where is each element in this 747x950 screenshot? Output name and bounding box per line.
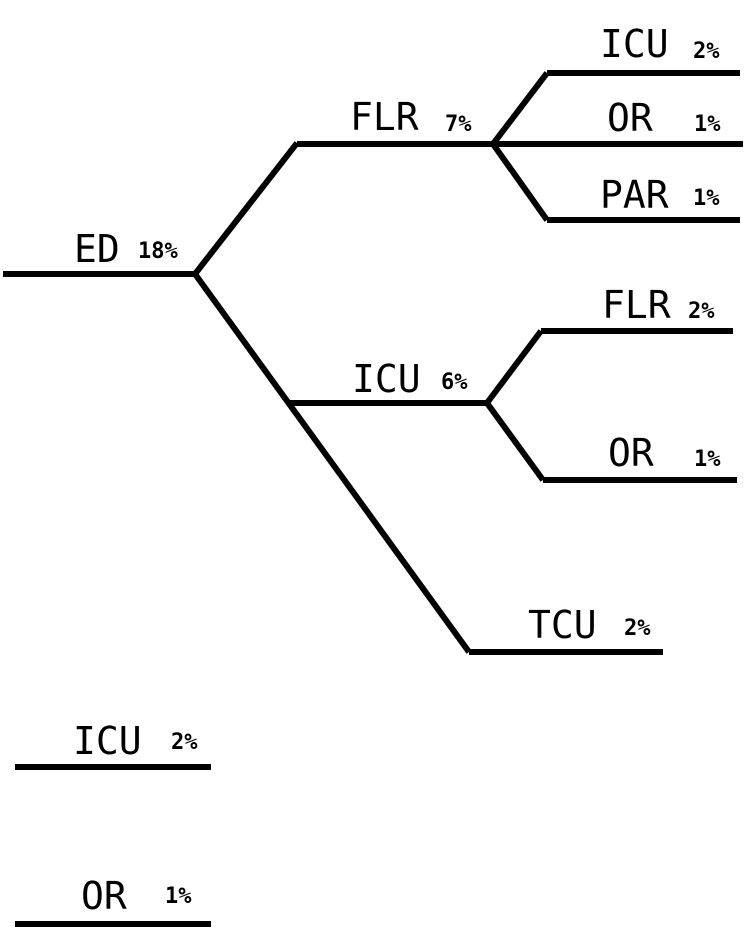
node-standalone-icu: ICU 2%: [15, 719, 211, 770]
node-ed-flr-icu: ICU 2%: [547, 22, 740, 76]
node-ed-icu-tcu: TCU 2%: [469, 603, 663, 655]
node-ed-icu-or-pct: 1%: [694, 447, 721, 472]
node-ed-icu-pct: 6%: [441, 370, 468, 395]
node-ed-icu-label: ICU: [352, 357, 421, 401]
node-ed-flr-par-label: PAR: [600, 173, 669, 217]
node-ed-icu-flr-pct: 2%: [688, 299, 715, 324]
node-ed-flr-pct: 7%: [445, 112, 472, 137]
connector-icu-to-flr: [484, 329, 544, 405]
connector-ed-to-flr: [192, 141, 300, 276]
node-ed-flr: FLR 7%: [297, 95, 493, 147]
node-ed-flr-icu-label: ICU: [600, 22, 669, 66]
node-ed: ED 18%: [3, 227, 195, 277]
node-ed-flr-or: OR 1%: [493, 96, 743, 147]
connector-icu-to-or: [484, 401, 546, 482]
node-ed-flr-par-pct: 1%: [693, 186, 720, 211]
node-ed-flr-or-label: OR: [607, 96, 653, 140]
node-standalone-or: OR 1%: [15, 874, 211, 927]
connector-ed-to-icu-tcu: [192, 272, 472, 654]
node-standalone-icu-pct: 2%: [171, 730, 198, 755]
node-ed-icu-tcu-pct: 2%: [624, 616, 651, 641]
connector-flr-to-icu: [490, 71, 550, 146]
node-ed-flr-par: PAR 1%: [547, 173, 740, 223]
connector-flr-to-par: [490, 142, 550, 222]
node-ed-icu-flr: FLR 2%: [541, 283, 733, 334]
node-standalone-or-pct: 1%: [165, 884, 192, 909]
node-ed-flr-icu-pct: 2%: [693, 39, 720, 64]
node-ed-label: ED: [74, 227, 120, 271]
node-ed-icu: ICU 6%: [289, 357, 487, 406]
node-standalone-or-label: OR: [81, 874, 127, 918]
node-ed-icu-tcu-label: TCU: [528, 603, 597, 647]
node-ed-flr-or-pct: 1%: [694, 112, 721, 137]
node-ed-flr-label: FLR: [350, 95, 419, 139]
node-ed-pct: 18%: [138, 239, 178, 264]
node-ed-icu-or: OR 1%: [543, 431, 737, 483]
node-ed-icu-or-label: OR: [608, 431, 654, 475]
node-standalone-icu-label: ICU: [73, 719, 142, 763]
node-ed-icu-flr-label: FLR: [602, 283, 671, 327]
